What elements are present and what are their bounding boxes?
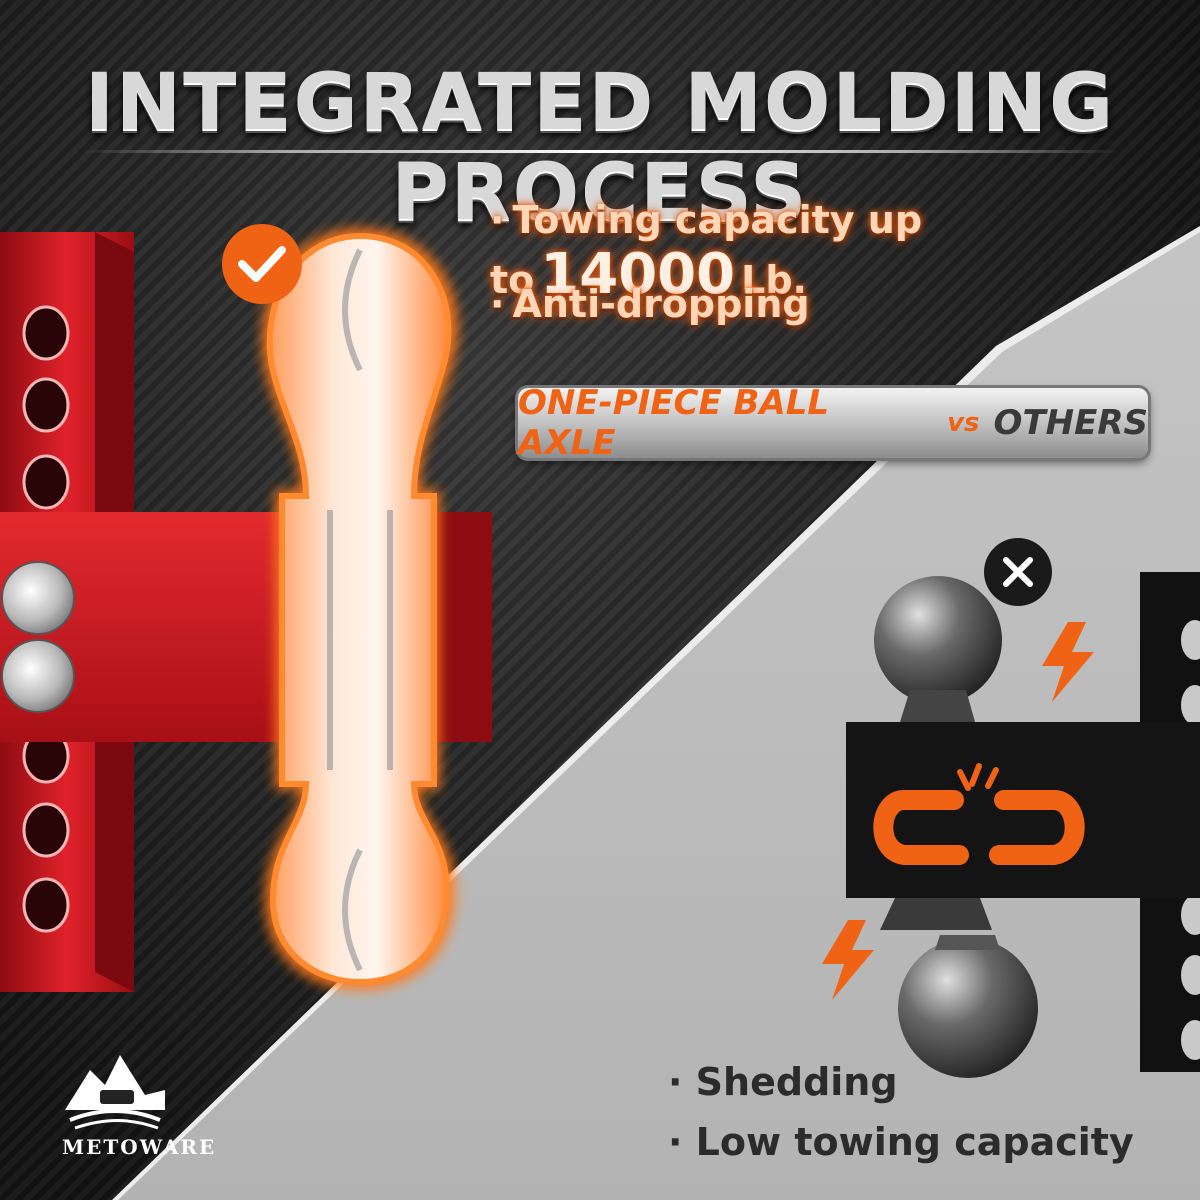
drawback-text: Shedding xyxy=(695,1060,898,1104)
feature-text: Towing capacity up to xyxy=(490,198,923,302)
page-title: INTEGRATED MOLDING PROCESS xyxy=(84,58,1116,238)
comparison-left: ONE-PIECE BALL AXLE xyxy=(518,383,830,463)
lightning-icon xyxy=(822,920,874,1000)
comparison-banner: ONE-PIECE BALL AXLE vs OTHERS xyxy=(518,383,1148,463)
feature-anti-dropping: ·Anti-dropping xyxy=(490,282,810,326)
bullet: · xyxy=(668,1060,683,1104)
drawback-shedding: · Shedding xyxy=(668,1060,898,1104)
feature-text: Anti-dropping xyxy=(512,282,810,326)
broken-chain-icon xyxy=(873,763,1085,865)
cross-icon xyxy=(984,538,1052,606)
bullet: · xyxy=(490,282,505,326)
lightning-icon xyxy=(1042,622,1094,702)
brand-logo-icon xyxy=(65,1055,165,1130)
title-underline xyxy=(80,150,1120,153)
brand-name: METOWARE xyxy=(62,1135,217,1159)
comparison-right: OTHERS xyxy=(993,403,1148,443)
capacity-value: 14000 xyxy=(540,242,736,307)
drawback-text: Low towing capacity xyxy=(695,1120,1134,1164)
drawback-low-capacity: · Low towing capacity xyxy=(668,1120,1134,1164)
bullet: · xyxy=(668,1120,683,1164)
check-icon xyxy=(222,224,302,304)
bullet: · xyxy=(490,198,505,242)
comparison-vs: vs xyxy=(947,408,980,438)
capacity-unit: Lb. xyxy=(741,258,807,302)
